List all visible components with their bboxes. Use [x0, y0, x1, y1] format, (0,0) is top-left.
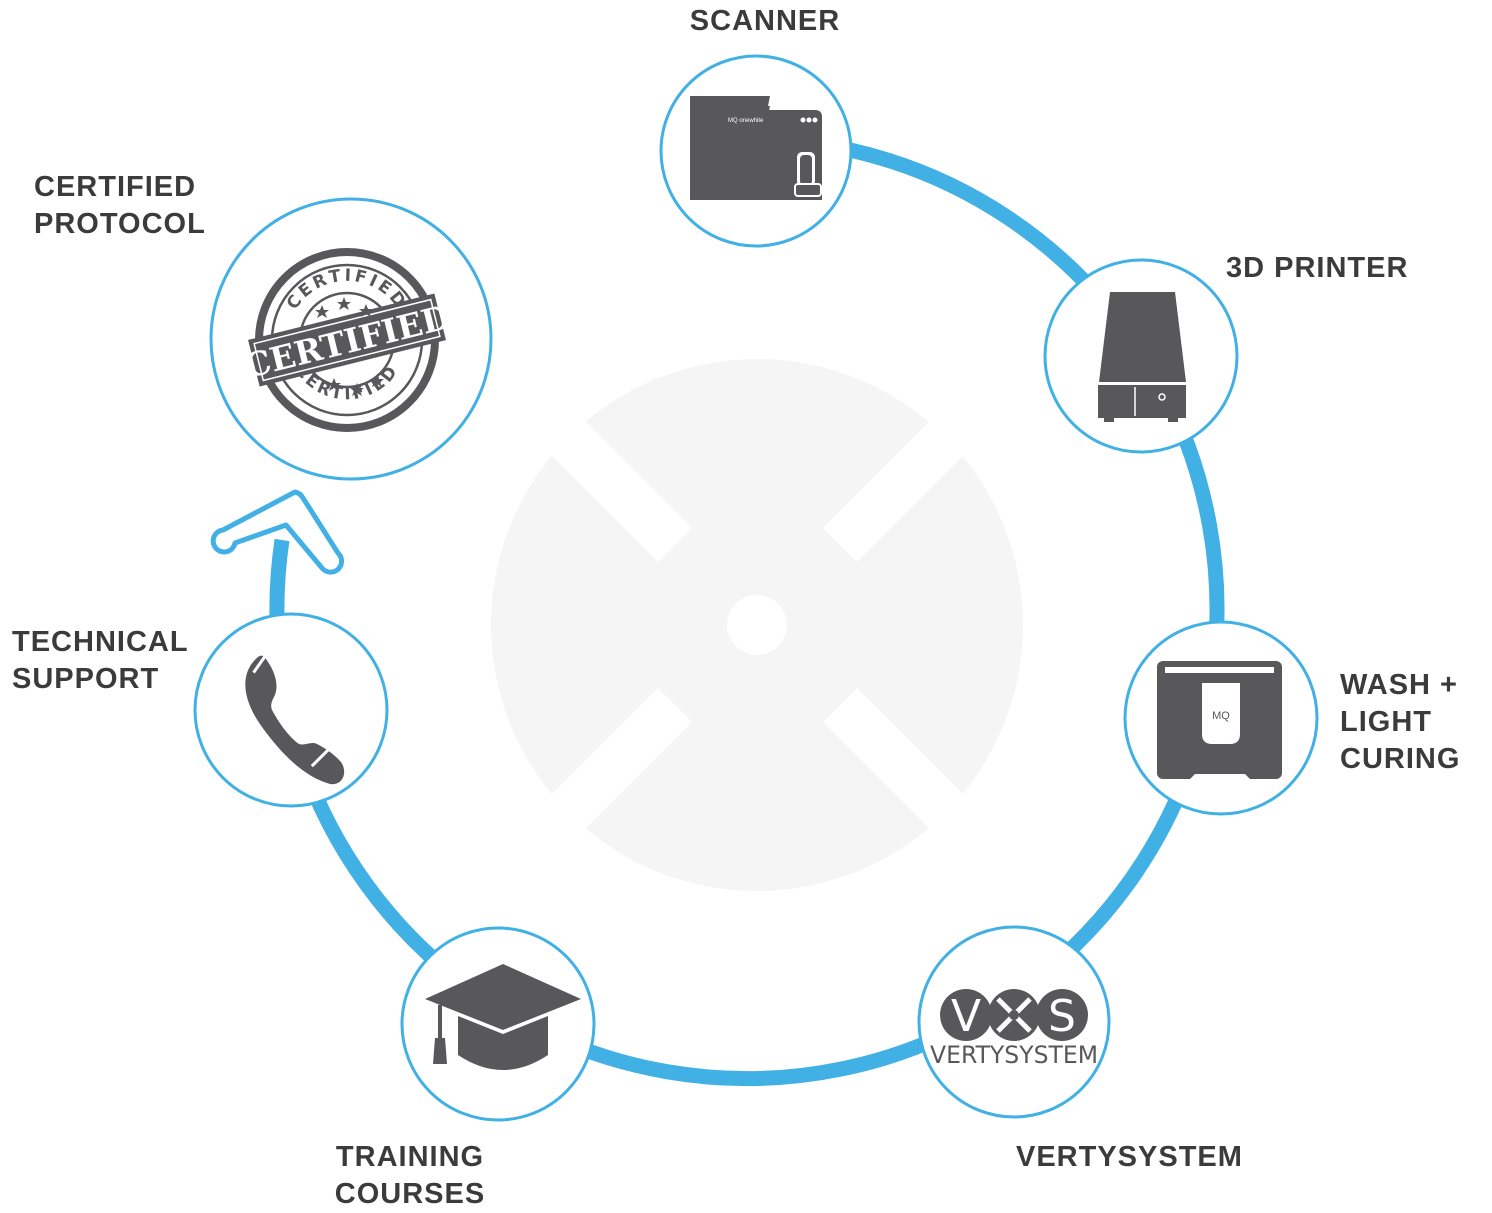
node-circle-support [193, 612, 389, 808]
label-line: TECHNICAL [12, 626, 189, 658]
verty-v-letter: V [951, 991, 981, 1042]
scanner-logo-text: MQ onewhite [728, 118, 764, 124]
label-3d-printer: 3D PRINTER [1226, 250, 1408, 287]
label-technical-support: TECHNICAL SUPPORT [12, 624, 189, 698]
verty-logo-text: VERTYSYSTEM [930, 1041, 1098, 1069]
wash-curing-station-icon: MQ [1157, 661, 1282, 782]
label-vertysystem: VERTYSYSTEM [1016, 1139, 1243, 1176]
label-training-courses: TRAINING COURSES [310, 1139, 510, 1213]
label-certified-protocol: CERTIFIED PROTOCOL [34, 169, 206, 243]
label-line: CURING [1340, 743, 1461, 775]
label-line: PROTOCOL [34, 208, 206, 240]
wash-logo-text: MQ [1212, 710, 1230, 722]
phone-icon [245, 650, 345, 785]
label-line: SCANNER [689, 5, 841, 37]
label-line: SUPPORT [12, 663, 160, 695]
watermark-logo [491, 359, 1023, 891]
label-line: CERTIFIED [34, 171, 197, 203]
label-line: TRAINING [335, 1141, 485, 1173]
label-line: 3D PRINTER [1226, 252, 1409, 284]
scanner-icon: MQ onewhite [690, 96, 822, 200]
label-scanner: SCANNER [665, 3, 865, 40]
3d-printer-icon [1098, 292, 1186, 422]
cycle-arrow-icon [210, 489, 345, 575]
label-wash-light-curing: WASH + LIGHT CURING [1340, 667, 1460, 778]
label-line: COURSES [334, 1178, 486, 1210]
label-line: VERTYSYSTEM [1016, 1141, 1243, 1173]
graduation-cap-icon [425, 964, 581, 1070]
label-line: WASH + [1340, 669, 1458, 701]
vertysystem-logo-icon: V S VERTYSYSTEM [930, 989, 1098, 1069]
verty-s-letter: S [1048, 991, 1076, 1042]
label-line: LIGHT [1340, 706, 1432, 738]
